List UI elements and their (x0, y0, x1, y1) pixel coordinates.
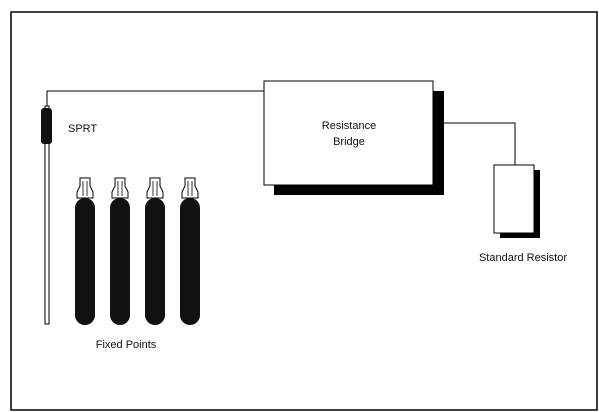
fixed-point-cells (75, 177, 200, 325)
standard-resistor-label: Standard Resistor (479, 252, 567, 264)
resistance-bridge (263, 80, 444, 195)
sprt-label: SPRT (68, 123, 97, 135)
fixed-point-cell (75, 177, 95, 325)
fixed-point-cell (180, 177, 200, 325)
fixed-point-cell (145, 177, 165, 325)
bridge-label-line2: Bridge (333, 136, 365, 148)
sprt-sensor (41, 108, 52, 144)
standard-resistor (493, 164, 540, 238)
sprt-probe (41, 105, 52, 325)
bridge-to-resistor-wire (433, 122, 516, 165)
sprt-to-bridge-wire (46, 90, 264, 106)
bridge-label-line1: Resistance (322, 120, 376, 132)
fixed-point-cell (110, 177, 130, 325)
fixed-points-label: Fixed Points (96, 339, 157, 351)
